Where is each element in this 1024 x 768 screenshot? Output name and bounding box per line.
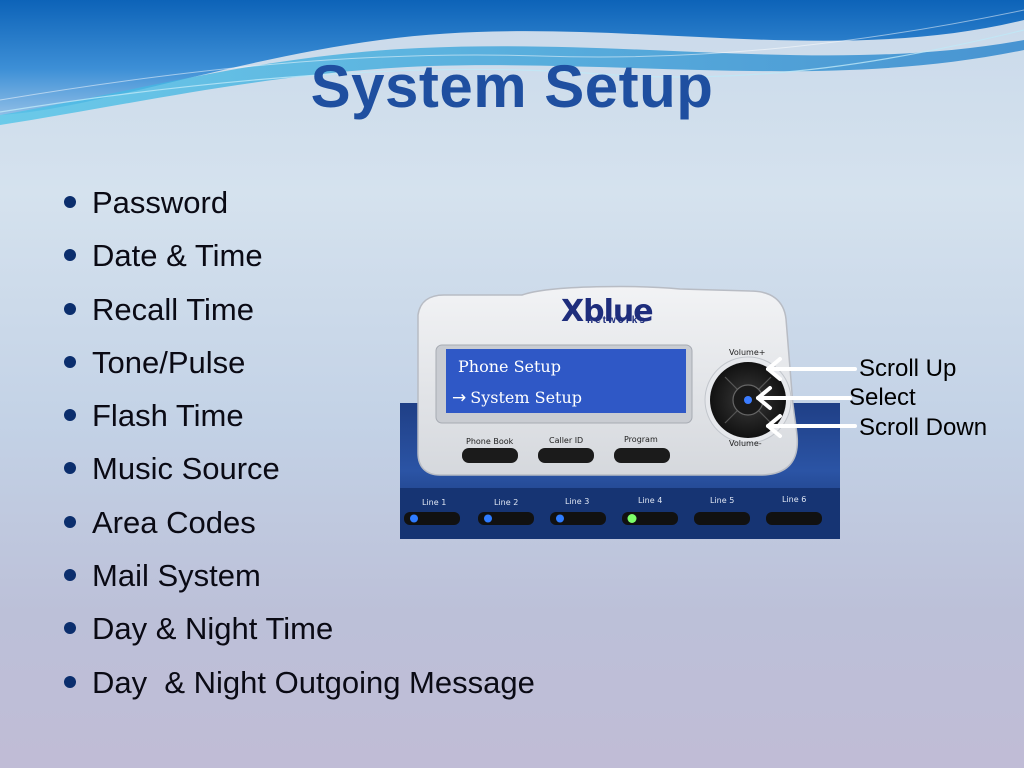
bullet-icon: [64, 569, 76, 582]
screen-menu-item-selected: →System Setup: [452, 388, 583, 408]
list-item: Day & Night Outgoing Message: [62, 660, 535, 713]
callout-arrows: [756, 357, 857, 438]
list-item: Password: [62, 180, 535, 233]
bullet-icon: [64, 196, 76, 208]
list-item: Flash Time: [62, 393, 535, 446]
list-item: Recall Time: [62, 287, 535, 340]
select-callout: Select: [849, 384, 916, 411]
line-2-label: Line 2: [494, 498, 519, 507]
bullet-icon: [64, 462, 76, 475]
list-item-label: Day & Night Time: [92, 611, 334, 647]
slide-title: System Setup: [310, 53, 714, 120]
phone-lcd-screen: Phone Setup →System Setup: [446, 349, 686, 413]
bullet-icon: [64, 409, 76, 422]
brand-logo: Xblue networks: [561, 294, 654, 329]
list-item-label: Mail System: [92, 558, 261, 594]
list-item: Music Source: [62, 446, 535, 499]
bullet-icon: [64, 302, 76, 315]
list-item-label: Tone/Pulse: [92, 344, 246, 380]
program-label: Program: [624, 435, 658, 444]
phone-book-label: Phone Book: [466, 437, 514, 446]
settings-bullet-list: Password Date & Time Recall Time Tone/Pu…: [62, 180, 535, 713]
volume-up-label: Volume+: [729, 348, 766, 357]
list-item-label: Recall Time: [92, 291, 254, 327]
scroll-up-callout: Scroll Up: [859, 355, 957, 382]
list-item-label: Music Source: [92, 451, 280, 487]
line-3-label: Line 3: [565, 497, 590, 506]
bullet-icon: [64, 249, 76, 262]
bullet-icon: [64, 622, 76, 635]
line-6-label: Line 6: [782, 495, 807, 504]
list-item-label: Flash Time: [92, 398, 244, 434]
list-item: Day & Night Time: [62, 606, 535, 659]
right-arrow-icon: →: [452, 388, 467, 408]
line-4-label: Line 4: [638, 496, 663, 505]
caller-id-label: Caller ID: [549, 436, 584, 445]
bullet-icon: [64, 515, 76, 528]
list-item: Date & Time: [62, 233, 535, 286]
list-item: Mail System: [62, 553, 535, 606]
list-item-label: Date & Time: [92, 238, 263, 274]
bullet-icon: [64, 675, 76, 688]
list-item: Tone/Pulse: [62, 340, 535, 393]
bullet-icon: [64, 355, 76, 368]
line-5-label: Line 5: [710, 496, 735, 505]
volume-down-label: Volume-: [729, 439, 762, 448]
header-wave-decoration: [0, 0, 1024, 125]
scroll-down-callout: Scroll Down: [859, 414, 988, 441]
screen-menu-item: Phone Setup: [458, 357, 561, 376]
phone-image: [400, 285, 840, 539]
list-item-label: Day & Night Outgoing Message: [92, 664, 535, 700]
list-item-label: Area Codes: [92, 504, 256, 540]
line-1-label: Line 1: [422, 498, 447, 507]
list-item: Area Codes: [62, 500, 535, 553]
list-item-label: Password: [92, 185, 229, 220]
